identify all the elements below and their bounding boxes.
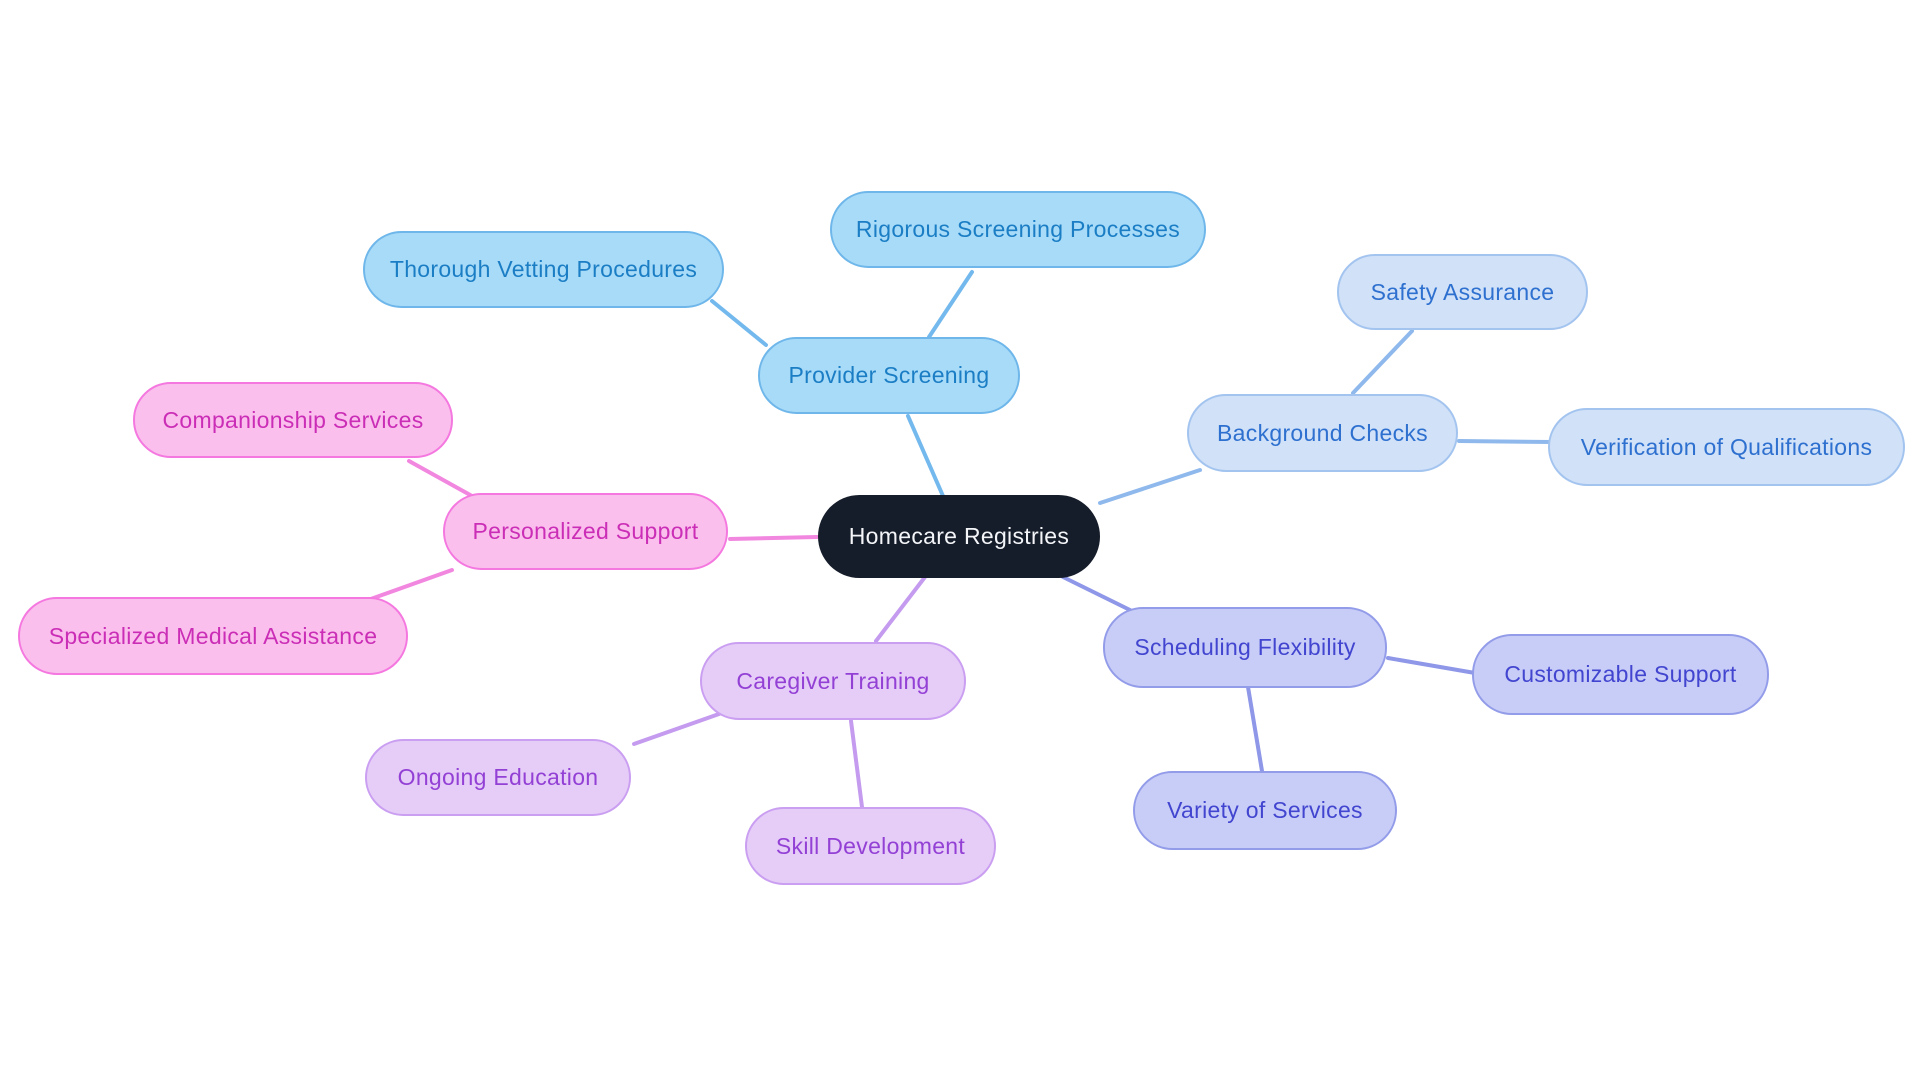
- edge-personalized-specialized-medical: [366, 568, 454, 602]
- node-personalized-support[interactable]: Personalized Support: [443, 493, 728, 570]
- node-label: Specialized Medical Assistance: [48, 622, 378, 649]
- edge-center-personalized-support: [728, 535, 819, 541]
- edge-center-scheduling-flexibility: [1061, 575, 1132, 612]
- node-safety-assurance[interactable]: Safety Assurance: [1337, 254, 1588, 330]
- edge-personalized-companionship: [407, 459, 474, 498]
- node-companionship-services[interactable]: Companionship Services: [133, 382, 453, 458]
- node-label: Safety Assurance: [1370, 278, 1555, 305]
- node-label: Skill Development: [775, 832, 966, 859]
- edge-center-background-checks: [1098, 468, 1202, 505]
- node-label: Scheduling Flexibility: [1134, 634, 1356, 660]
- node-ongoing-education[interactable]: Ongoing Education: [365, 739, 631, 816]
- node-specialized-medical-assistance[interactable]: Specialized Medical Assistance: [18, 597, 408, 675]
- edge-scheduling-customizable-support: [1386, 656, 1477, 675]
- node-label: Verification of Qualifications: [1580, 433, 1873, 460]
- edge-provider-rigorous-screening: [927, 270, 974, 339]
- edge-scheduling-variety-of-services: [1246, 685, 1264, 773]
- node-variety-of-services[interactable]: Variety of Services: [1133, 771, 1397, 850]
- node-customizable-support[interactable]: Customizable Support: [1472, 634, 1769, 715]
- node-label: Thorough Vetting Procedures: [389, 256, 698, 282]
- node-label: Ongoing Education: [397, 764, 599, 790]
- node-background-checks[interactable]: Background Checks: [1187, 394, 1458, 472]
- edge-center-caregiver-training: [874, 575, 927, 643]
- node-homecare-registries[interactable]: Homecare Registries: [818, 495, 1100, 578]
- node-caregiver-training[interactable]: Caregiver Training: [700, 642, 966, 720]
- edge-background-safety-assurance: [1351, 329, 1414, 395]
- node-verification-of-qualifications[interactable]: Verification of Qualifications: [1548, 408, 1905, 486]
- node-rigorous-screening-processes[interactable]: Rigorous Screening Processes: [830, 191, 1206, 268]
- edge-center-provider-screening: [906, 414, 945, 498]
- node-label: Provider Screening: [788, 362, 990, 388]
- edge-caregiver-skill-development: [849, 719, 864, 809]
- edge-caregiver-ongoing-education: [632, 712, 721, 746]
- node-label: Rigorous Screening Processes: [855, 216, 1181, 242]
- node-label: Customizable Support: [1504, 661, 1737, 687]
- edge-background-verification: [1457, 439, 1553, 444]
- node-label: Variety of Services: [1167, 797, 1363, 823]
- node-label: Companionship Services: [162, 406, 424, 433]
- node-scheduling-flexibility[interactable]: Scheduling Flexibility: [1103, 607, 1387, 688]
- node-thorough-vetting-procedures[interactable]: Thorough Vetting Procedures: [363, 231, 724, 308]
- node-label: Background Checks: [1217, 419, 1428, 446]
- node-provider-screening[interactable]: Provider Screening: [758, 337, 1020, 414]
- edge-provider-thorough-vetting: [710, 299, 768, 347]
- node-label: Caregiver Training: [736, 667, 930, 694]
- node-skill-development[interactable]: Skill Development: [745, 807, 996, 885]
- node-label: Personalized Support: [472, 518, 699, 544]
- node-label: Homecare Registries: [848, 523, 1070, 549]
